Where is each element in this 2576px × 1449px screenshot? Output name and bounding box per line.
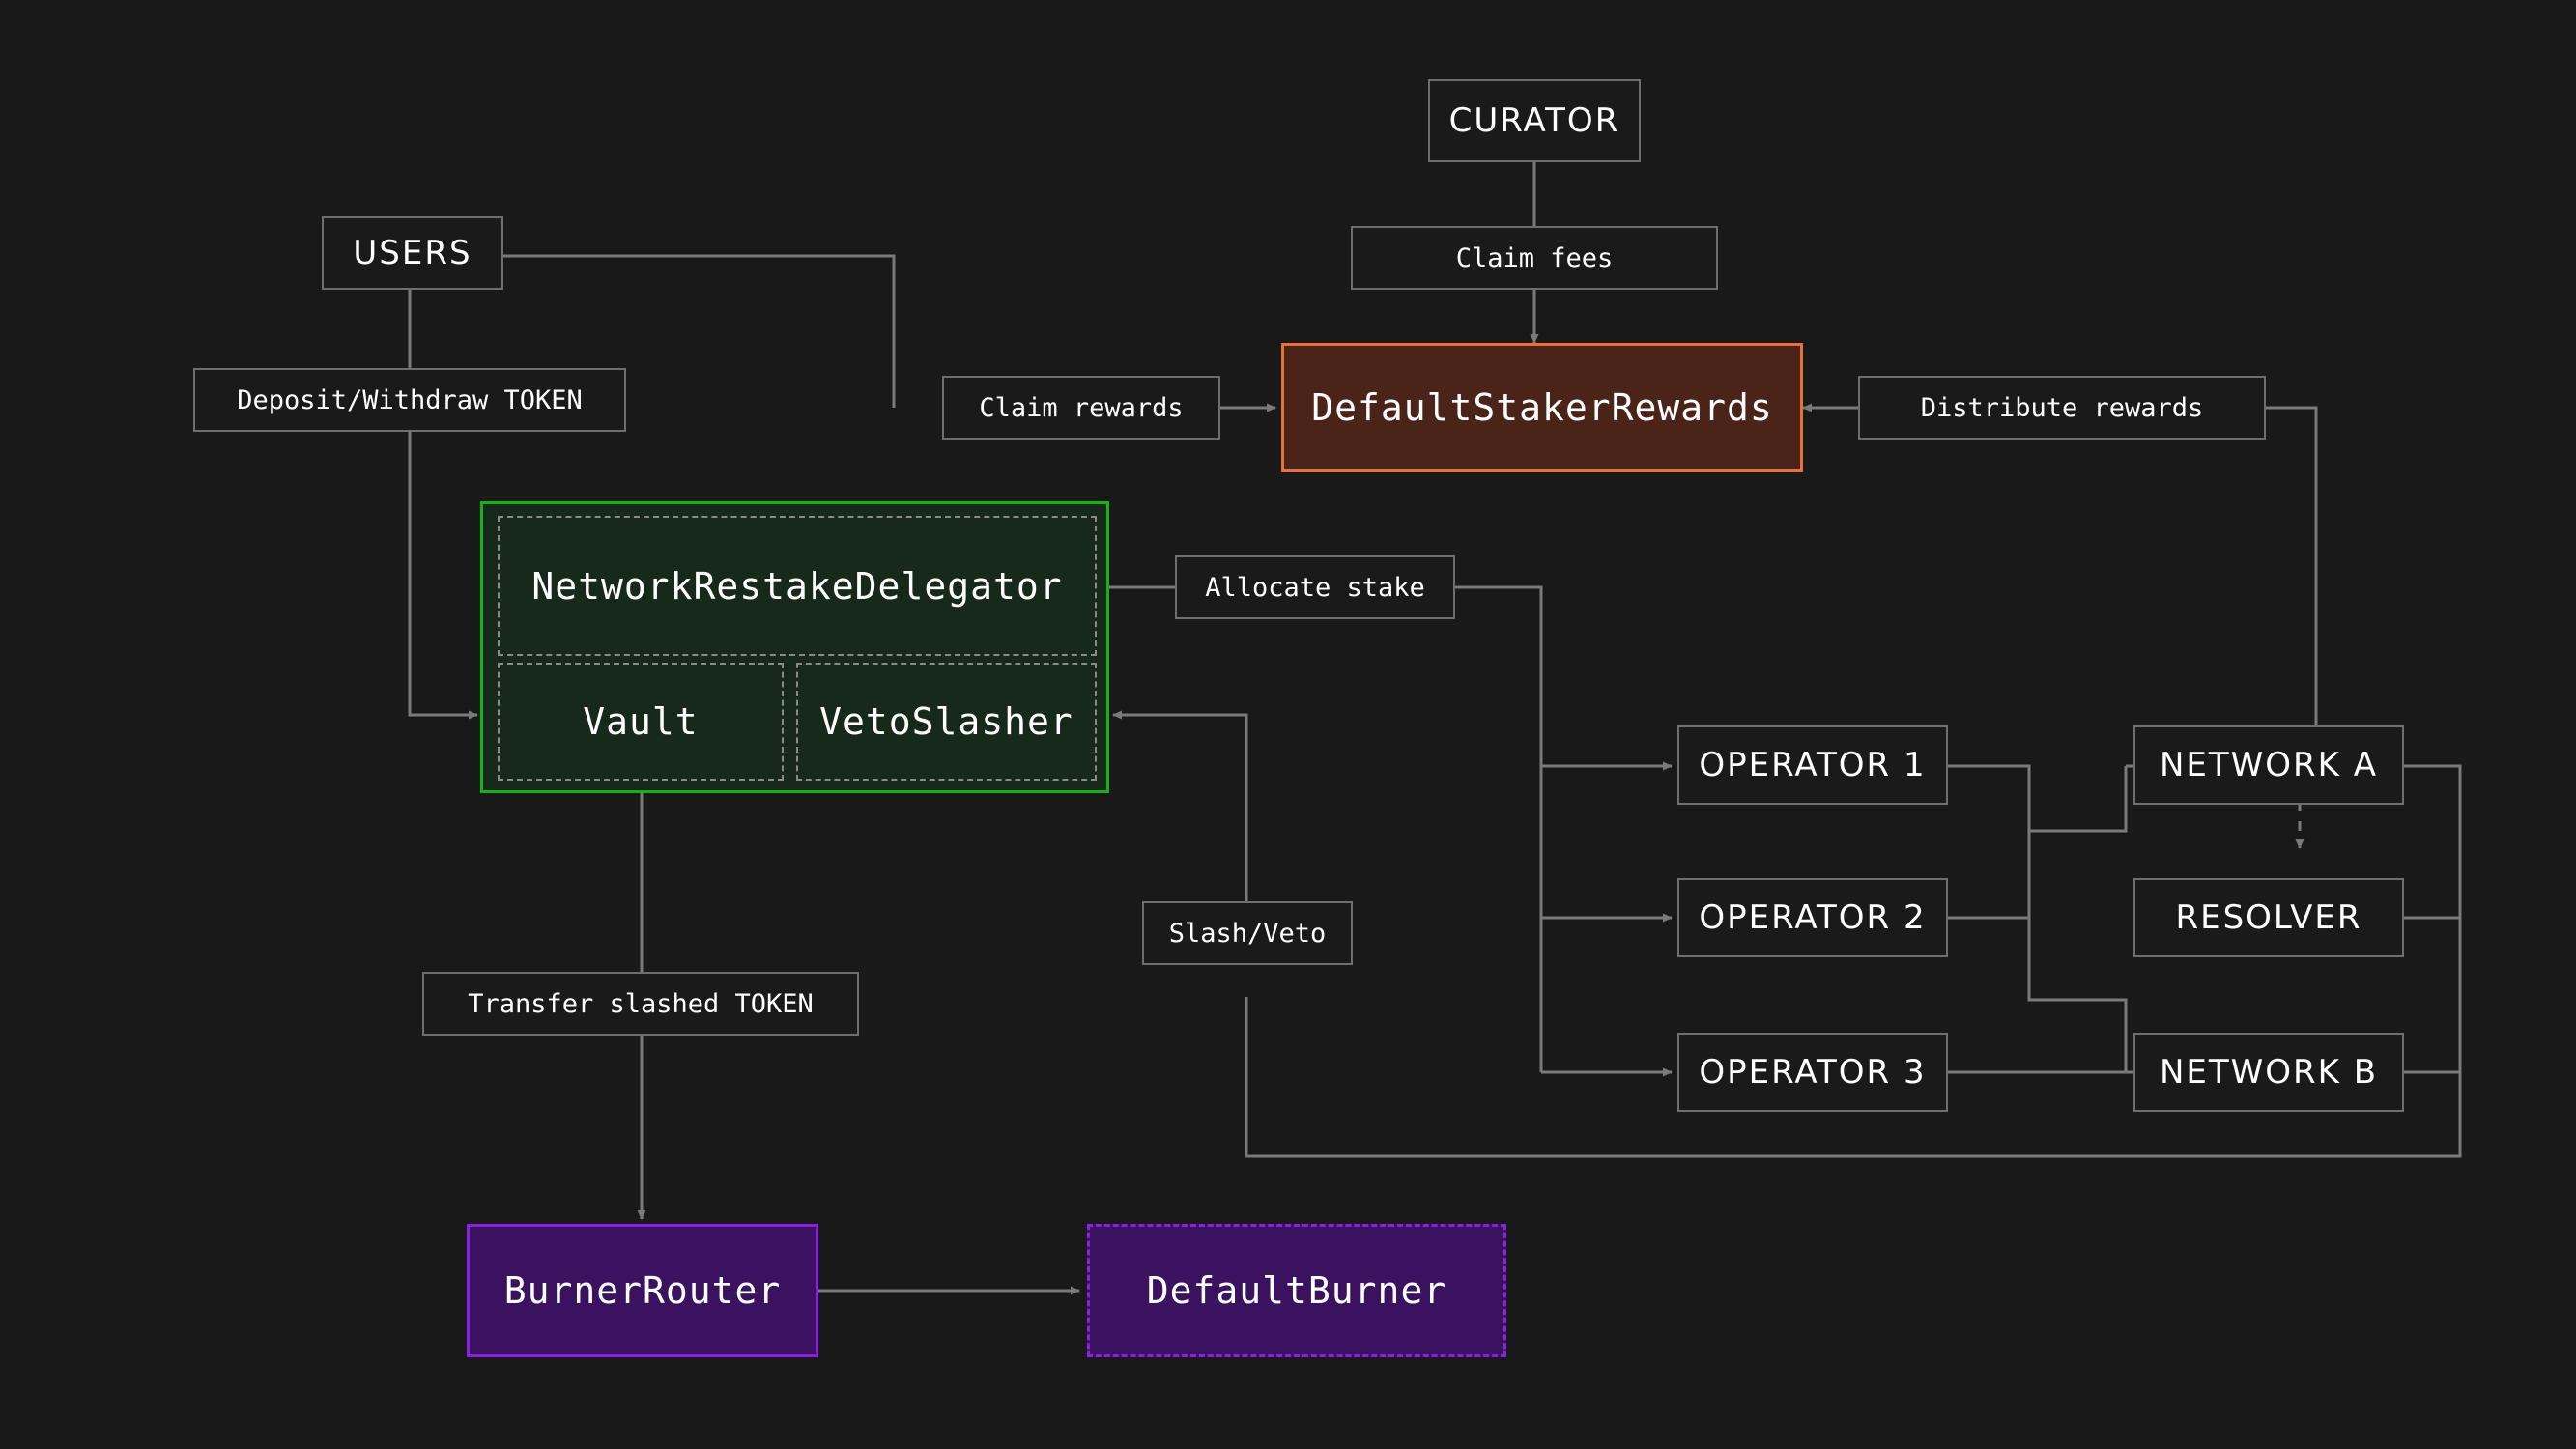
edge-networks-bus	[1245, 764, 2462, 1158]
node-operator-3[interactable]: OPERATOR 3	[1677, 1033, 1948, 1112]
node-default-staker-rewards[interactable]: DefaultStakerRewards	[1281, 343, 1803, 472]
node-network-a-label: NETWORK A	[2159, 746, 2379, 784]
node-default-staker-rewards-label: DefaultStakerRewards	[1311, 386, 1773, 429]
node-veto-slasher-label: VetoSlasher	[819, 700, 1073, 743]
node-users[interactable]: USERS	[322, 216, 503, 290]
edge-networka-distribute	[2266, 406, 2318, 736]
node-network-restake-delegator[interactable]: NetworkRestakeDelegator	[498, 516, 1097, 656]
edge-op-lower-join	[2027, 766, 2128, 1072]
edge-deposit-vault	[408, 432, 478, 720]
edge-label-deposit-withdraw: Deposit/Withdraw TOKEN	[193, 368, 626, 432]
node-veto-slasher[interactable]: VetoSlasher	[796, 663, 1097, 781]
slash-veto-text: Slash/Veto	[1168, 918, 1327, 949]
node-burner-router[interactable]: BurnerRouter	[467, 1224, 818, 1357]
node-network-restake-delegator-label: NetworkRestakeDelegator	[531, 564, 1063, 608]
node-operator-1-label: OPERATOR 1	[1699, 746, 1927, 784]
node-vault-group[interactable]	[480, 501, 1109, 793]
edge-users-claimrewards	[503, 254, 896, 408]
edge-op1-join	[1948, 764, 2128, 833]
node-curator[interactable]: CURATOR	[1428, 79, 1641, 162]
node-curator-label: CURATOR	[1448, 101, 1620, 140]
node-vault-label: Vault	[583, 700, 699, 743]
edge-label-slash-veto: Slash/Veto	[1142, 901, 1353, 965]
claim-fees-text: Claim fees	[1455, 242, 1614, 273]
edge-label-claim-fees: Claim fees	[1351, 226, 1718, 290]
node-network-b[interactable]: NETWORK B	[2133, 1033, 2404, 1112]
node-default-burner[interactable]: DefaultBurner	[1087, 1224, 1506, 1357]
edge-label-allocate-stake: Allocate stake	[1175, 555, 1455, 619]
node-operator-1[interactable]: OPERATOR 1	[1677, 725, 1948, 805]
node-operator-3-label: OPERATOR 3	[1699, 1053, 1927, 1092]
deposit-withdraw-text: Deposit/Withdraw TOKEN	[237, 384, 583, 415]
node-operator-2-label: OPERATOR 2	[1699, 898, 1927, 937]
node-burner-router-label: BurnerRouter	[503, 1269, 782, 1312]
node-network-a[interactable]: NETWORK A	[2133, 725, 2404, 805]
node-vault[interactable]: Vault	[498, 663, 784, 781]
node-resolver[interactable]: RESOLVER	[2133, 878, 2404, 957]
edge-slashveto-vetoslasher	[1112, 710, 1248, 933]
node-users-label: USERS	[353, 234, 472, 272]
claim-rewards-text: Claim rewards	[979, 392, 1184, 423]
node-operator-2[interactable]: OPERATOR 2	[1677, 878, 1948, 957]
node-resolver-label: RESOLVER	[2175, 898, 2362, 937]
node-network-b-label: NETWORK B	[2159, 1053, 2379, 1092]
transfer-slashed-text: Transfer slashed TOKEN	[468, 988, 814, 1019]
edge-label-transfer-slashed: Transfer slashed TOKEN	[422, 972, 859, 1036]
edge-label-claim-rewards: Claim rewards	[942, 376, 1220, 440]
allocate-stake-text: Allocate stake	[1205, 572, 1425, 603]
edge-label-distribute-rewards: Distribute rewards	[1858, 376, 2266, 440]
distribute-rewards-text: Distribute rewards	[1920, 392, 2204, 423]
node-default-burner-label: DefaultBurner	[1146, 1269, 1447, 1312]
edge-allocate-trunk	[1455, 585, 1543, 1072]
